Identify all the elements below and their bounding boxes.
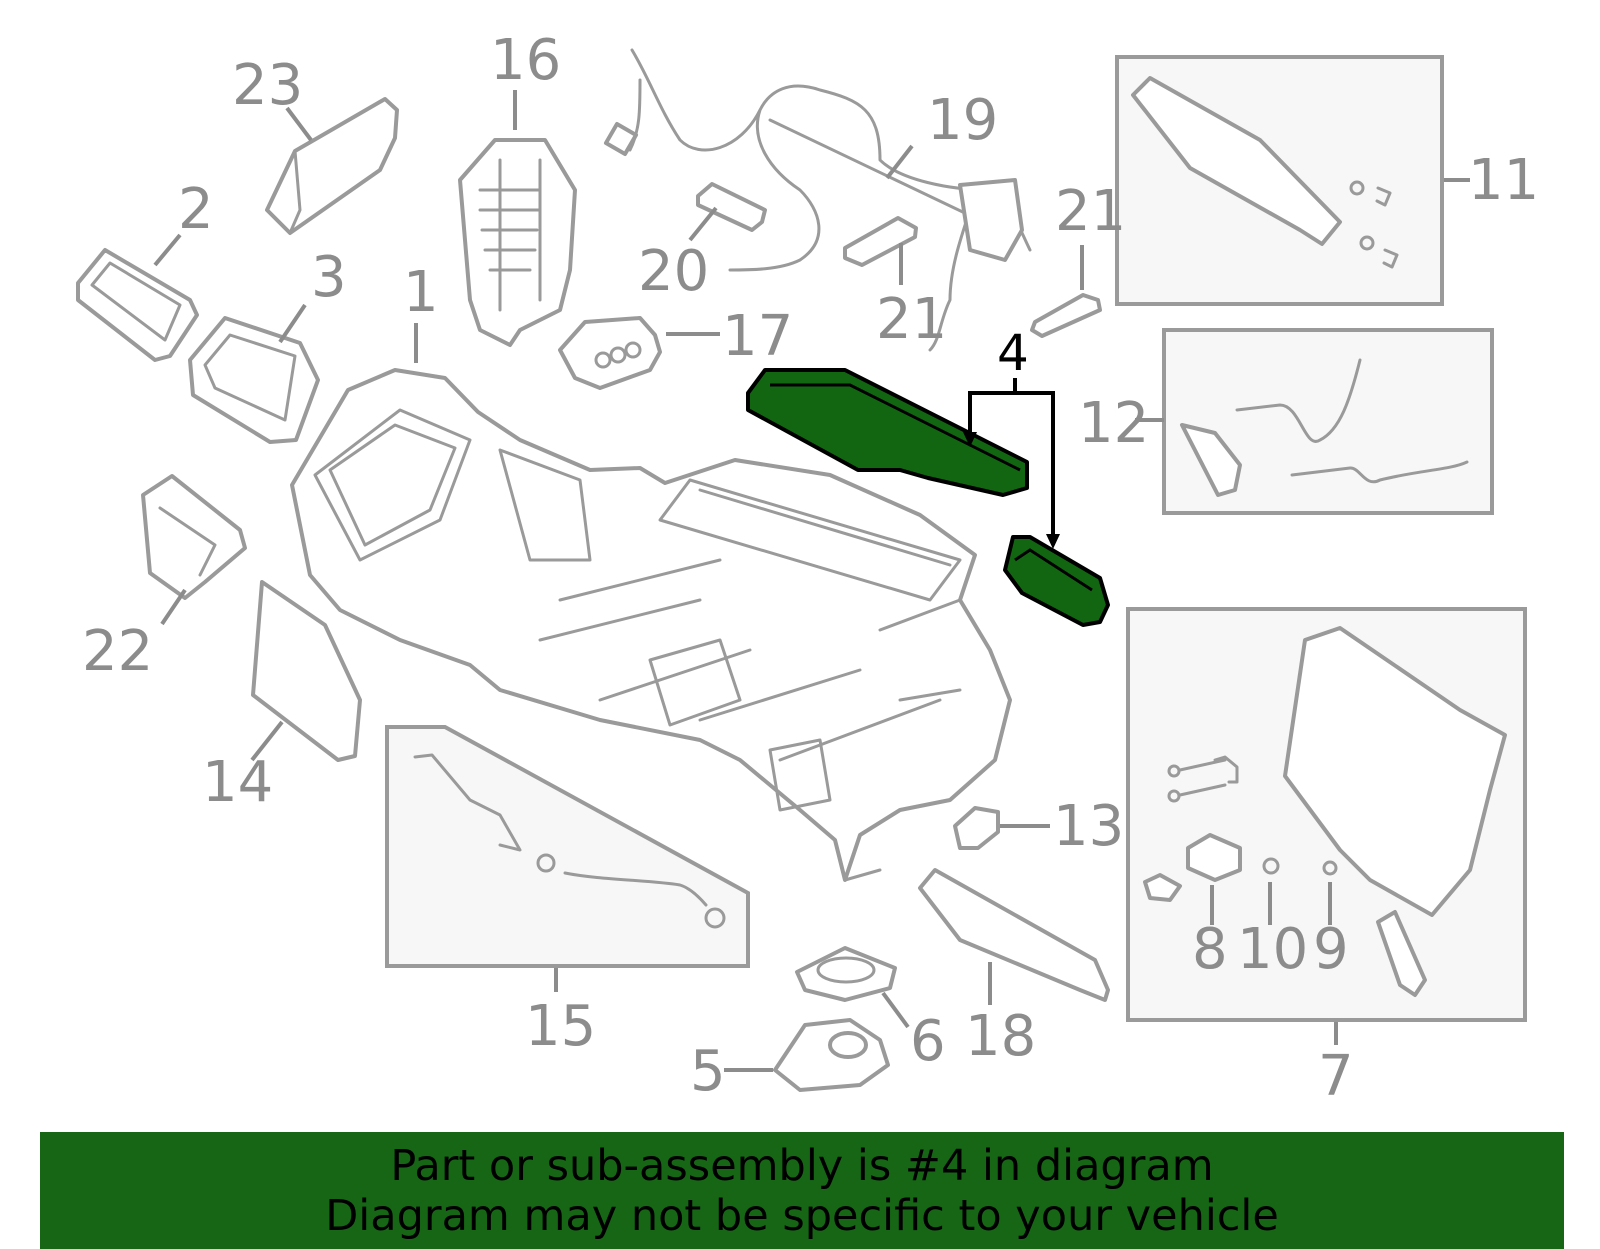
part-1-hvac-housing: [290, 368, 1012, 882]
callout-6: 6: [910, 1009, 946, 1074]
part-17-bracket: [558, 316, 662, 390]
callout-22: 22: [82, 619, 153, 684]
part-2-duct: [76, 248, 199, 362]
callout-21-upper: 21: [1055, 179, 1126, 244]
part-15-linkage: [413, 753, 726, 929]
part-9-washer: [1322, 860, 1338, 876]
part-19-wire-harness: [603, 48, 1032, 352]
part-14-filter: [251, 580, 362, 762]
part-21-clip-a: [843, 216, 918, 267]
part-10-washer: [1262, 857, 1280, 875]
part-21-clip-b: [1030, 293, 1102, 338]
callout-3: 3: [311, 245, 347, 310]
part-3-seal: [188, 316, 320, 444]
part-22-actuator: [141, 474, 247, 600]
part-18-panel: [918, 868, 1110, 1002]
callout-2: 2: [178, 177, 214, 242]
part-6-ring: [795, 946, 897, 1002]
callout-13: 13: [1053, 794, 1124, 859]
callout-23: 23: [232, 53, 303, 118]
inset-box-15: [385, 725, 750, 968]
callout-17: 17: [722, 304, 793, 369]
callout-16: 16: [490, 28, 561, 93]
callout-15: 15: [525, 994, 596, 1059]
part-8-block: [1186, 833, 1242, 882]
part-11-bracket: [1131, 76, 1399, 269]
callout-20: 20: [638, 239, 709, 304]
part-4-upper-seal: [746, 368, 1029, 497]
callout-4: 4: [997, 324, 1029, 382]
part-20-clip: [696, 182, 767, 232]
callout-1: 1: [403, 260, 439, 325]
part-5-motor: [773, 1018, 890, 1092]
callout-8: 8: [1192, 917, 1228, 982]
info-banner: Part or sub-assembly is #4 in diagram Di…: [40, 1132, 1564, 1249]
callout-21-lower: 21: [876, 287, 947, 352]
callout-18: 18: [965, 1004, 1036, 1069]
part-4-highlighted: [746, 368, 1110, 627]
callout-5: 5: [690, 1039, 726, 1104]
part-13-clip: [953, 806, 1000, 850]
leader-lines: [153, 90, 1470, 1072]
callout-12: 12: [1078, 391, 1149, 456]
callout-11: 11: [1468, 148, 1539, 213]
banner-line-2: Diagram may not be specific to your vehi…: [325, 1190, 1279, 1241]
part-7-housing: [1143, 626, 1507, 997]
leader-4-bracket: [963, 378, 1060, 549]
part-12-hoses: [1180, 358, 1469, 497]
part-23-panel: [265, 97, 399, 235]
callout-10: 10: [1237, 917, 1308, 982]
callout-9: 9: [1313, 917, 1349, 982]
banner-line-1: Part or sub-assembly is #4 in diagram: [390, 1140, 1214, 1191]
part-16-blower: [458, 138, 577, 347]
callout-14: 14: [202, 750, 273, 815]
callout-7: 7: [1318, 1044, 1354, 1109]
part-4-lower-seal: [1003, 535, 1110, 627]
callout-19: 19: [927, 88, 998, 153]
